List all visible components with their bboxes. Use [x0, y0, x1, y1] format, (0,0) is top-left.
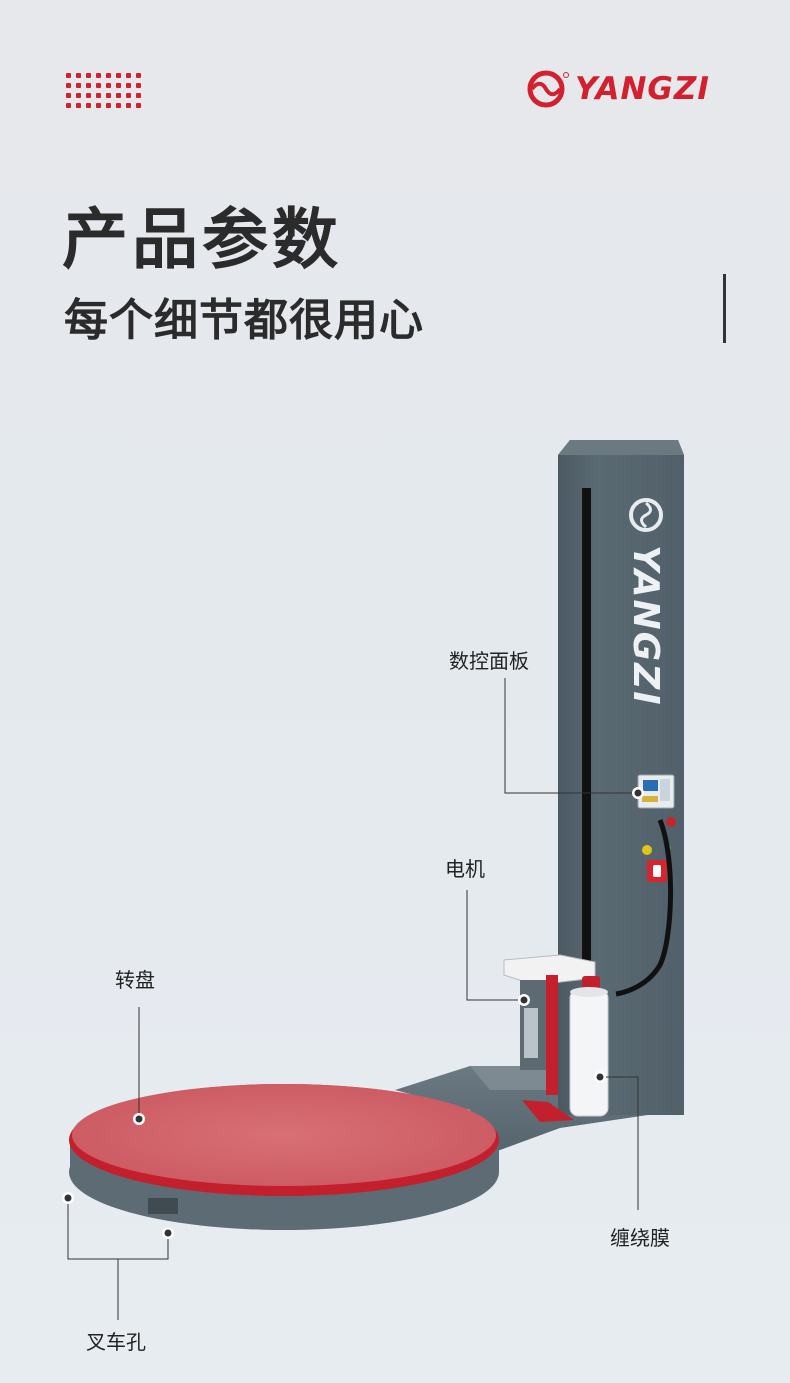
- column-slot: [582, 488, 591, 1028]
- dot-grid-icon: [66, 73, 141, 108]
- marker-dots: [62, 787, 644, 1239]
- carriage-base: [522, 1100, 574, 1122]
- callout-forklift-holes: 叉车孔: [86, 1330, 146, 1354]
- brand-logo: YANGZI: [526, 68, 726, 110]
- yangzi-logo-icon: [527, 70, 569, 108]
- turntable-disc: [72, 1084, 496, 1186]
- yellow-indicator: [642, 845, 652, 855]
- column-brand-text: YANGZI: [625, 545, 666, 707]
- page-subtitle: 每个细节都很用心: [64, 295, 424, 346]
- divider: [723, 274, 726, 343]
- callout-motor: 电机: [445, 857, 485, 881]
- brand-name: YANGZI: [575, 71, 710, 107]
- film-roll: [569, 989, 609, 1117]
- leader-line-stretch-film: [600, 1076, 639, 1210]
- callout-control-panel: 数控面板: [449, 649, 529, 673]
- page-title: 产品参数: [62, 201, 342, 278]
- callout-stretch-film: 缠绕膜: [610, 1226, 670, 1250]
- emergency-stop-button: [666, 817, 676, 827]
- column-brand: YANGZI: [625, 498, 666, 707]
- leader-line-control-panel: [504, 678, 638, 794]
- leader-line-motor: [466, 890, 524, 1001]
- cable: [615, 819, 674, 997]
- callout-turntable: 转盘: [115, 968, 155, 992]
